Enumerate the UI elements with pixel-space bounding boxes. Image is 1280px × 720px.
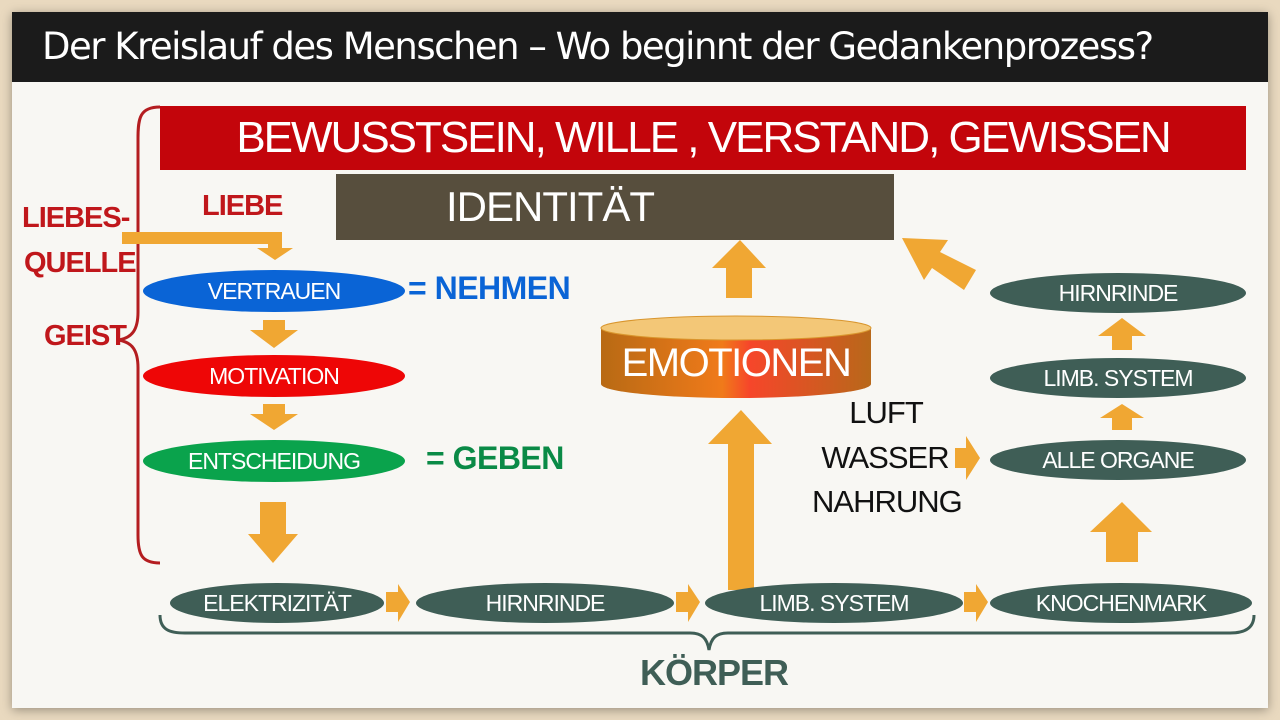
trust-pill: VERTRAUEN (143, 270, 405, 312)
decision-pill: ENTSCHEIDUNG (143, 440, 405, 482)
resource-water: WASSER (821, 440, 949, 475)
chain-limbic-system: LIMB. SYSTEM (705, 583, 963, 623)
consciousness-band: BEWUSSTSEIN, WILLE , VERSTAND, GEWISSEN (160, 106, 1246, 170)
arrow-organs-limbic (1100, 404, 1144, 430)
right-cortex: HIRNRINDE (990, 273, 1246, 313)
resource-air: LUFT (849, 395, 924, 430)
arrow-limbic-emotions (708, 410, 772, 590)
arrow-limbic-cortex (1098, 318, 1146, 350)
right-limbic-system: LIMB. SYSTEM (990, 358, 1246, 398)
body-label: KÖRPER (640, 652, 789, 693)
arrow-chain-1 (386, 584, 410, 622)
arrow-chain-3 (964, 584, 988, 622)
emotions-cylinder (600, 315, 872, 398)
arrow-marrow-organs (1090, 502, 1152, 562)
chain-electricity: ELEKTRIZITÄT (170, 583, 384, 623)
identity-box: IDENTITÄT (336, 174, 894, 240)
arrow-chain-2 (676, 584, 700, 622)
love-label: LIEBE (202, 190, 283, 222)
resource-food: NAHRUNG (812, 484, 963, 519)
arrow-emotions-identity (712, 240, 766, 298)
chain-cortex: HIRNRINDE (416, 583, 674, 623)
arrow-trust-motivation (250, 320, 298, 348)
motivation-pill: MOTIVATION (143, 355, 405, 397)
spirit-label: GEIST (44, 320, 127, 352)
arrow-decision-body (248, 502, 298, 563)
spirit-brace (117, 105, 161, 565)
arrow-resources-organs (955, 436, 980, 480)
love-source-line1: LIEBES- (22, 202, 130, 234)
right-all-organs: ALLE ORGANE (990, 440, 1246, 480)
arrow-cortex-identity (902, 238, 976, 290)
slide-title: Der Kreislauf des Menschen – Wo beginnt … (12, 12, 1268, 82)
love-source-arrow (122, 232, 293, 260)
emotions-label: EMOTIONEN (621, 341, 852, 385)
give-label: = GEBEN (426, 440, 564, 476)
arrow-motivation-decision (250, 404, 298, 430)
chain-bone-marrow: KNOCHENMARK (990, 583, 1252, 623)
take-label: = NEHMEN (408, 270, 571, 306)
love-source-line2: QUELLE (24, 247, 137, 279)
body-brace (158, 614, 1256, 651)
